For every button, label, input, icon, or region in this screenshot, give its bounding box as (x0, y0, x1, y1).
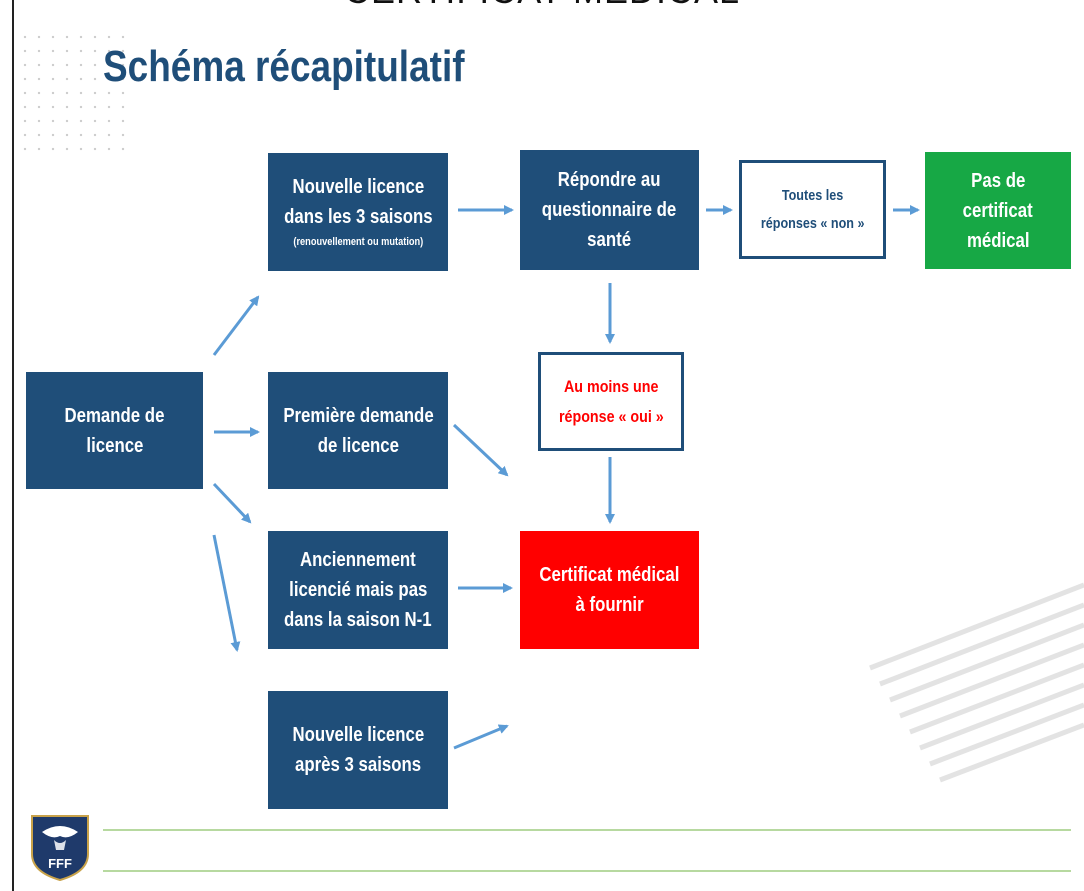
box-au-moins-une-reponse-oui: Au moins une réponse « oui » (538, 352, 684, 451)
arrow-demande-to-nouvelle3 (212, 295, 260, 356)
box-text-line: Certificat médical (539, 564, 680, 586)
box-text-line: Répondre au (558, 169, 661, 191)
document-title: CERTIFICAT MÉDICAL (0, 0, 1084, 11)
box-text-line: à fournir (575, 594, 644, 616)
box-text-line: réponse « oui » (558, 406, 664, 426)
arrow-premiere-to-certificat (452, 423, 509, 477)
box-text-line: réponses « non » (760, 214, 865, 232)
box-toutes-reponses-non: Toutes les réponses « non » (739, 160, 886, 259)
box-nouvelle-licence-apres-3-saisons: Nouvelle licence après 3 saisons (268, 691, 448, 809)
diagram-heading: Schéma récapitulatif (103, 42, 465, 91)
box-text-line: après 3 saisons (294, 754, 422, 776)
box-text-line: Anciennement (300, 549, 416, 571)
box-text-line: Pas de (970, 169, 1026, 192)
box-text-line: Au moins une (563, 376, 659, 396)
box-text-line: dans les 3 saisons (283, 206, 433, 228)
box-pas-de-certificat: Pas de certificat médical (925, 152, 1071, 269)
box-text-line: Toutes les (781, 186, 844, 204)
box-nouvelle-licence-3-saisons: Nouvelle licence dans les 3 saisons (ren… (268, 153, 448, 271)
box-text-line: médical (966, 229, 1030, 252)
footer-rule-top (103, 829, 1071, 831)
box-text-line: questionnaire de (542, 199, 677, 221)
box-text-line: Demande de (64, 404, 165, 427)
fff-logo-icon: FFF (31, 815, 89, 882)
box-text-line: Nouvelle licence (292, 176, 424, 198)
box-demande-licence: Demande de licence (26, 372, 203, 489)
left-border-line (12, 0, 14, 891)
arrow-apres3-to-certificat (453, 724, 509, 750)
footer-rule-bottom (103, 870, 1071, 872)
box-text-line: dans la saison N-1 (284, 609, 432, 631)
box-text-line: Première demande (282, 404, 434, 427)
box-text-line: certificat (962, 199, 1034, 222)
logo-text: FFF (48, 856, 72, 871)
box-text-line: de licence (317, 434, 399, 457)
arrow-demande-to-apres3 (212, 534, 241, 652)
box-text-line: licence (86, 434, 143, 457)
box-premiere-demande: Première demande de licence (268, 372, 448, 489)
box-anciennement-licencie: Anciennement licencié mais pas dans la s… (268, 531, 448, 649)
box-certificat-medical-a-fournir: Certificat médical à fournir (520, 531, 699, 649)
box-questionnaire-sante: Répondre au questionnaire de santé (520, 150, 699, 270)
box-text-line: Nouvelle licence (292, 724, 424, 746)
box-note: (renouvellement ou mutation) (293, 236, 423, 248)
decorative-dot-pattern (18, 30, 128, 160)
arrow-demande-to-ancien (212, 482, 252, 524)
box-text-line: santé (587, 229, 632, 251)
box-text-line: licencié mais pas (288, 579, 428, 601)
